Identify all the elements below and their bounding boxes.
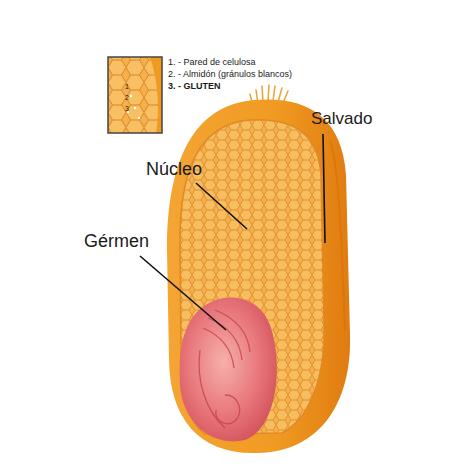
callout-number: 2	[125, 94, 129, 102]
part-label: Núcleo	[146, 160, 202, 180]
part-label: Salvado	[311, 110, 372, 129]
legend-item: 2. - Almidón (gránulos blancos)	[168, 70, 292, 80]
callout-number: 1	[125, 83, 129, 91]
legend-item: 1. - Pared de celulosa	[168, 58, 256, 68]
legend-item: 3. - GLUTEN	[168, 82, 221, 92]
part-label: Gérmen	[84, 232, 149, 252]
callout-number: 3	[125, 105, 129, 113]
